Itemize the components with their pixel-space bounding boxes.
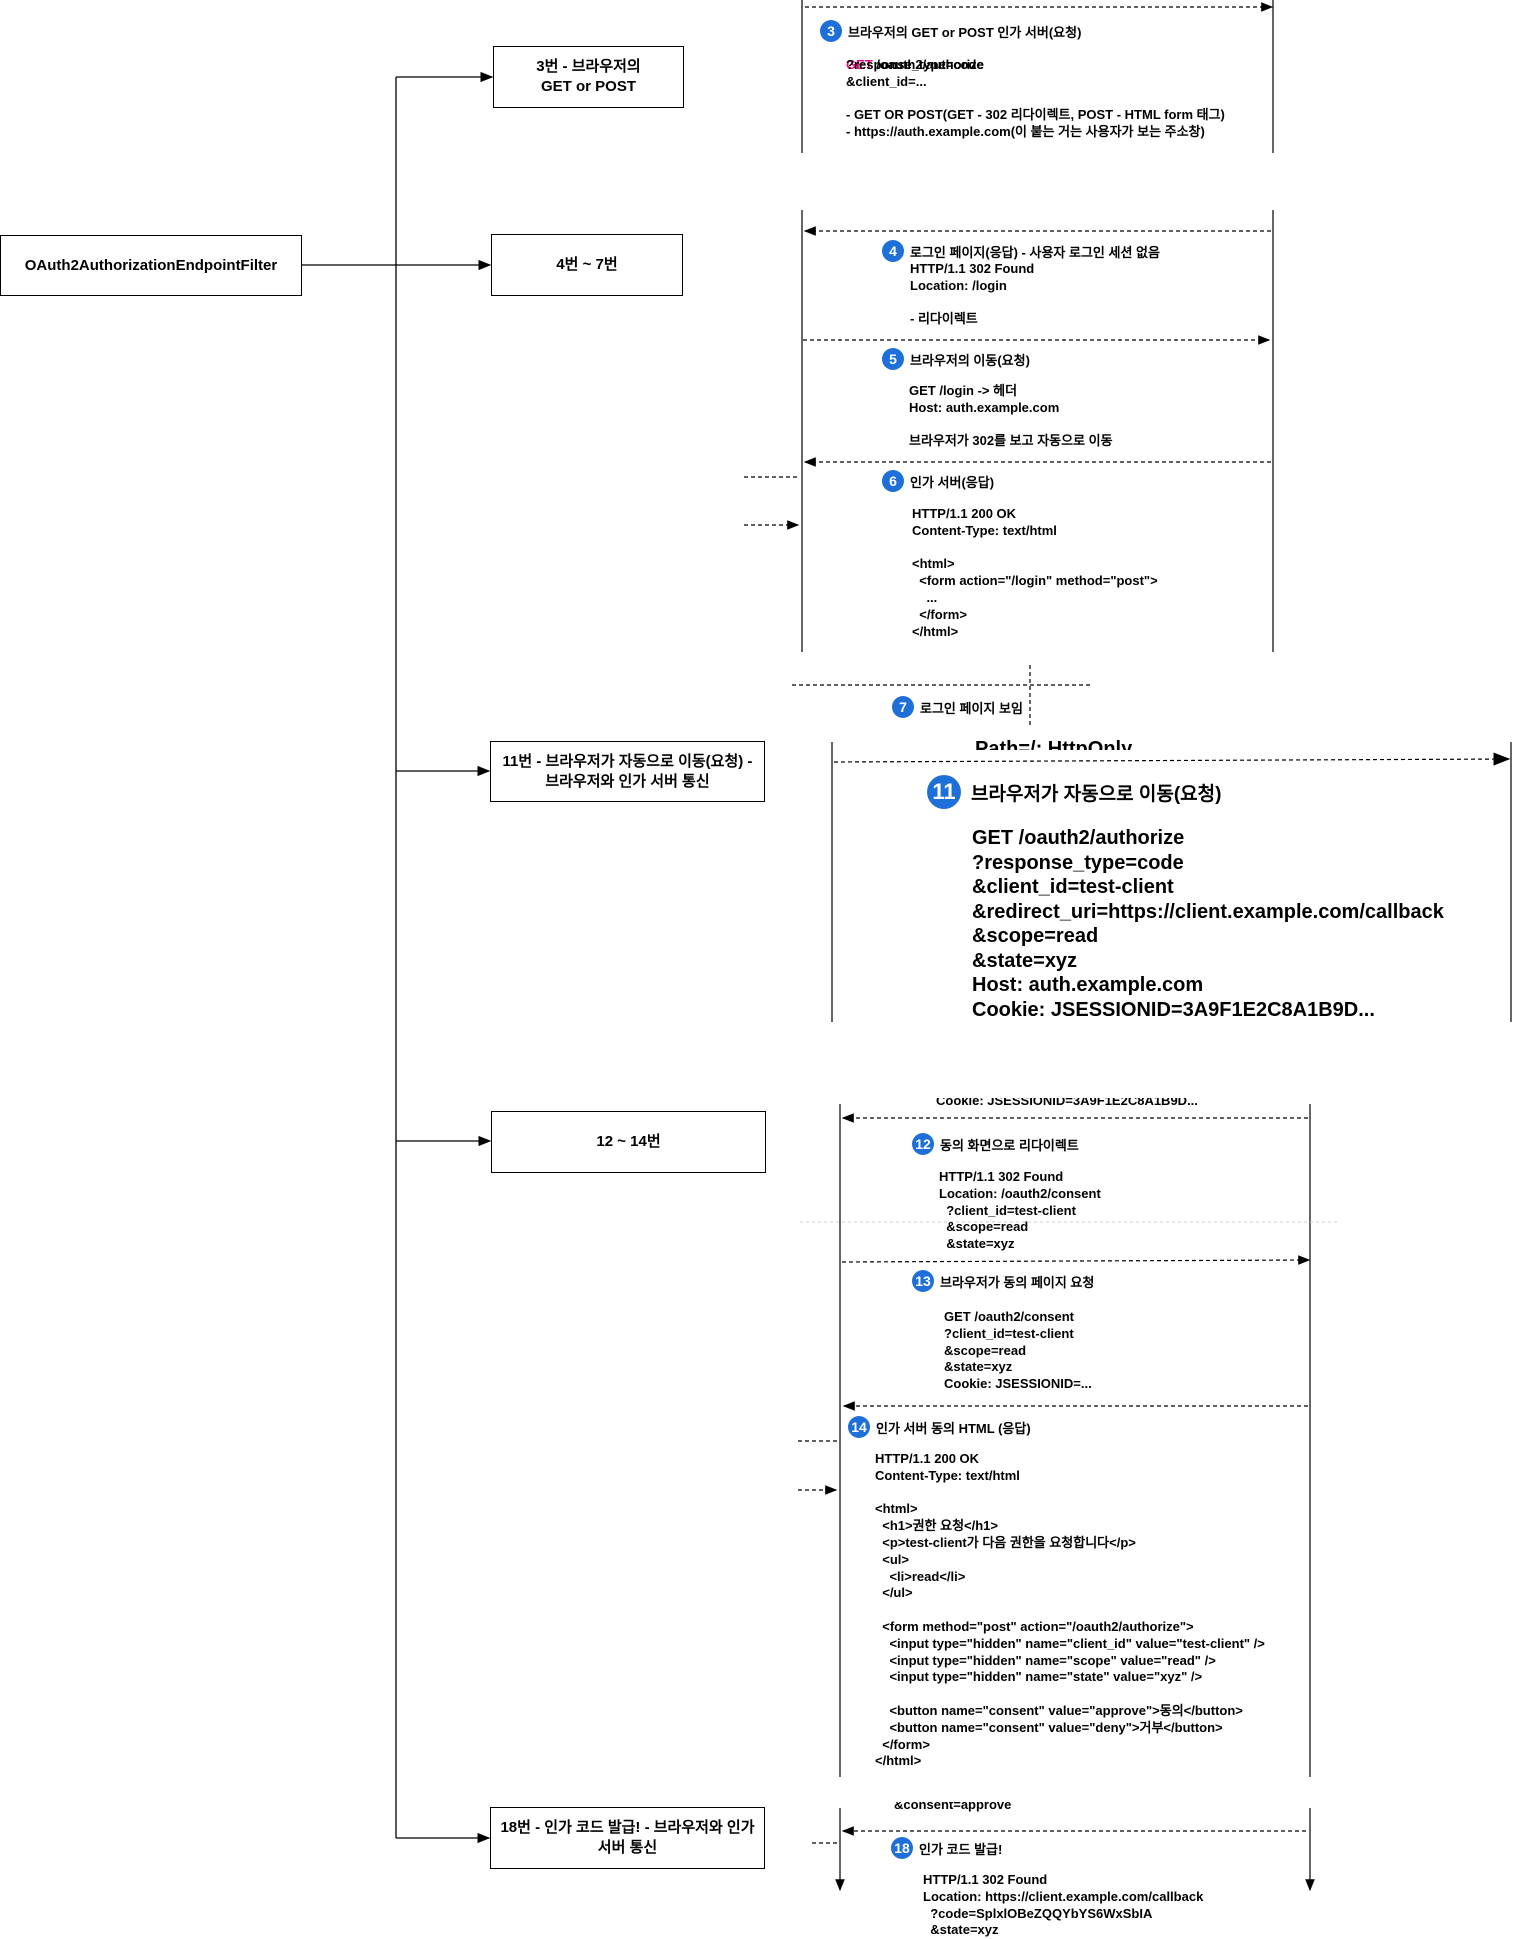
step6-body: HTTP/1.1 200 OK Content-Type: text/html … xyxy=(912,506,1158,639)
step5-body: GET /login -> 헤더 Host: auth.example.com … xyxy=(909,383,1113,449)
step13-body: GET /oauth2/consent ?client_id=test-clie… xyxy=(944,1309,1092,1392)
step13-title: 브라우저가 동의 페이지 요청 xyxy=(940,1274,1095,1290)
step14-title: 인가 서버 동의 HTML (응답) xyxy=(876,1420,1031,1436)
step5-title: 브라우저의 이동(요청) xyxy=(910,352,1030,368)
step11-header: 11 브라우저가 자동으로 이동(요청) xyxy=(927,775,1221,809)
step18-header: 18 인가 코드 발급! xyxy=(891,1837,1002,1859)
step-number-badge: 14 xyxy=(848,1416,870,1438)
step-number-badge: 5 xyxy=(882,348,904,370)
message-arrows xyxy=(744,2,1511,1844)
step3-title: 브라우저의 GET or POST 인가 서버(요청) xyxy=(848,24,1082,40)
step-number-badge: 3 xyxy=(820,20,842,42)
step4-body: HTTP/1.1 302 Found Location: /login - 리다… xyxy=(910,261,1035,327)
step-number-badge: 4 xyxy=(882,240,904,262)
branch-box-steps4-7[interactable]: 4번 ~ 7번 xyxy=(491,234,683,296)
filter-box[interactable]: OAuth2AuthorizationEndpointFilter xyxy=(0,235,302,296)
step7-title: 로그인 페이지 보임 xyxy=(920,700,1023,716)
step-number-badge: 7 xyxy=(892,696,914,718)
step12-title: 동의 화면으로 리다이렉트 xyxy=(940,1137,1079,1153)
http-method: GET xyxy=(846,56,873,72)
branch-box-step18[interactable]: 18번 - 인가 코드 발급! - 브라우저와 인가 서버 통신 xyxy=(490,1807,765,1869)
step-number-badge: 18 xyxy=(891,1837,913,1859)
step-number-badge: 13 xyxy=(912,1270,934,1292)
step5-header: 5 브라우저의 이동(요청) xyxy=(882,348,1030,370)
step12-body: HTTP/1.1 302 Found Location: /oauth2/con… xyxy=(939,1169,1101,1252)
step3-body: ?response_type=code &client_id=... - GET… xyxy=(846,57,1225,140)
step11-body: GET /oauth2/authorize ?response_type=cod… xyxy=(972,827,1444,1021)
step12-header: 12 동의 화면으로 리다이렉트 xyxy=(912,1133,1079,1155)
request-path: /oauth2/authorize xyxy=(872,56,984,72)
step13-header: 13 브라우저가 동의 페이지 요청 xyxy=(912,1270,1094,1292)
step14-header: 14 인가 서버 동의 HTML (응답) xyxy=(848,1416,1031,1438)
step3-request-line: GET /oauth2/authorize xyxy=(846,40,984,74)
branch-box-step11[interactable]: 11번 - 브라우저가 자동으로 이동(요청) - 브라우저와 인가 서버 통신 xyxy=(490,741,765,802)
step12-clipped-line: Cookie: JSESSIONID=3A9F1E2C8A1B9D... xyxy=(936,1098,1198,1108)
step18-clipped-line: &consent=approve xyxy=(894,1802,1012,1812)
step4-header: 4 로그인 페이지(응답) - 사용자 로그인 세션 없음 xyxy=(882,240,1160,262)
tree-connectors xyxy=(301,71,494,1844)
step-number-badge: 12 xyxy=(912,1133,934,1155)
branch-box-steps12-14[interactable]: 12 ~ 14번 xyxy=(491,1111,766,1173)
step11-clipped-line: Path=/; HttpOnly xyxy=(975,738,1133,750)
step6-title: 인가 서버(응답) xyxy=(910,474,995,490)
step18-body: HTTP/1.1 302 Found Location: https://cli… xyxy=(923,1872,1204,1938)
step4-title: 로그인 페이지(응답) - 사용자 로그인 세션 없음 xyxy=(910,244,1160,260)
step14-body: HTTP/1.1 200 OK Content-Type: text/html … xyxy=(875,1451,1265,1769)
step3-header: 3 브라우저의 GET or POST 인가 서버(요청) xyxy=(820,20,1081,42)
lifelines xyxy=(801,0,1512,1892)
branch-box-step3[interactable]: 3번 - 브라우저의 GET or POST xyxy=(493,46,684,108)
step-number-badge: 11 xyxy=(927,775,961,809)
step11-title: 브라우저가 자동으로 이동(요청) xyxy=(971,783,1222,805)
step-number-badge: 6 xyxy=(882,470,904,492)
step7-header: 7 로그인 페이지 보임 xyxy=(892,696,1023,718)
step6-header: 6 인가 서버(응답) xyxy=(882,470,994,492)
step18-title: 인가 코드 발급! xyxy=(919,1841,1003,1857)
